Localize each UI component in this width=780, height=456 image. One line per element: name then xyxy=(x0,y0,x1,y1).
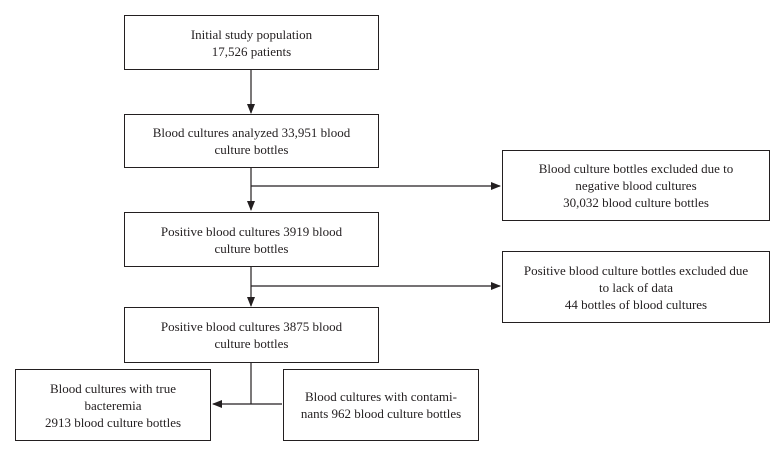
box-text-line: Positive blood culture bottles excluded … xyxy=(523,262,749,278)
box-text-line: nants 962 blood culture bottles xyxy=(300,406,462,421)
positive-3875-box: Positive blood cultures 3875 blood cultu… xyxy=(124,307,379,363)
box-text-line: Initial study population xyxy=(190,26,313,42)
box-text-line: culture bottles xyxy=(214,336,289,351)
cultures-analyzed-box: Blood cultures analyzed 33,951 blood cul… xyxy=(124,114,379,168)
box-text-line: Blood cultures with true xyxy=(49,380,176,396)
box-text-line: Positive blood cultures 3875 blood xyxy=(160,319,343,334)
excluded-lack-of-data-box: Positive blood culture bottles excluded … xyxy=(502,251,770,323)
positive-3919-box: Positive blood cultures 3919 blood cultu… xyxy=(124,212,379,267)
box-text-line: Blood culture bottles excluded due to xyxy=(538,161,734,176)
initial-population-box: Initial study population 17,526 patients xyxy=(124,15,379,70)
box-text-line: 30,032 blood culture bottles xyxy=(563,195,709,210)
contaminants-box: Blood cultures with contami- nants 962 b… xyxy=(283,369,479,441)
box-text-line: 44 bottles of blood cultures xyxy=(564,296,708,312)
box-text-line: 2913 blood culture bottles xyxy=(44,414,182,430)
box-text-line: culture bottles xyxy=(214,142,289,157)
box-text-line: 17,526 patients xyxy=(211,43,292,59)
box-text-line: Positive blood cultures 3919 blood xyxy=(160,223,343,239)
true-bacteremia-box: Blood cultures with true bacteremia 2913… xyxy=(15,369,211,441)
box-text-line: negative blood cultures xyxy=(575,178,697,193)
box-text-line: Blood cultures analyzed 33,951 blood xyxy=(152,125,351,140)
box-text-line: to lack of data xyxy=(599,279,673,295)
box-text-line: bacteremia xyxy=(84,397,142,413)
box-text-line: Blood cultures with contami- xyxy=(304,389,457,404)
box-text-line: culture bottles xyxy=(214,240,289,256)
excluded-negative-box: Blood culture bottles excluded due to ne… xyxy=(502,150,770,221)
